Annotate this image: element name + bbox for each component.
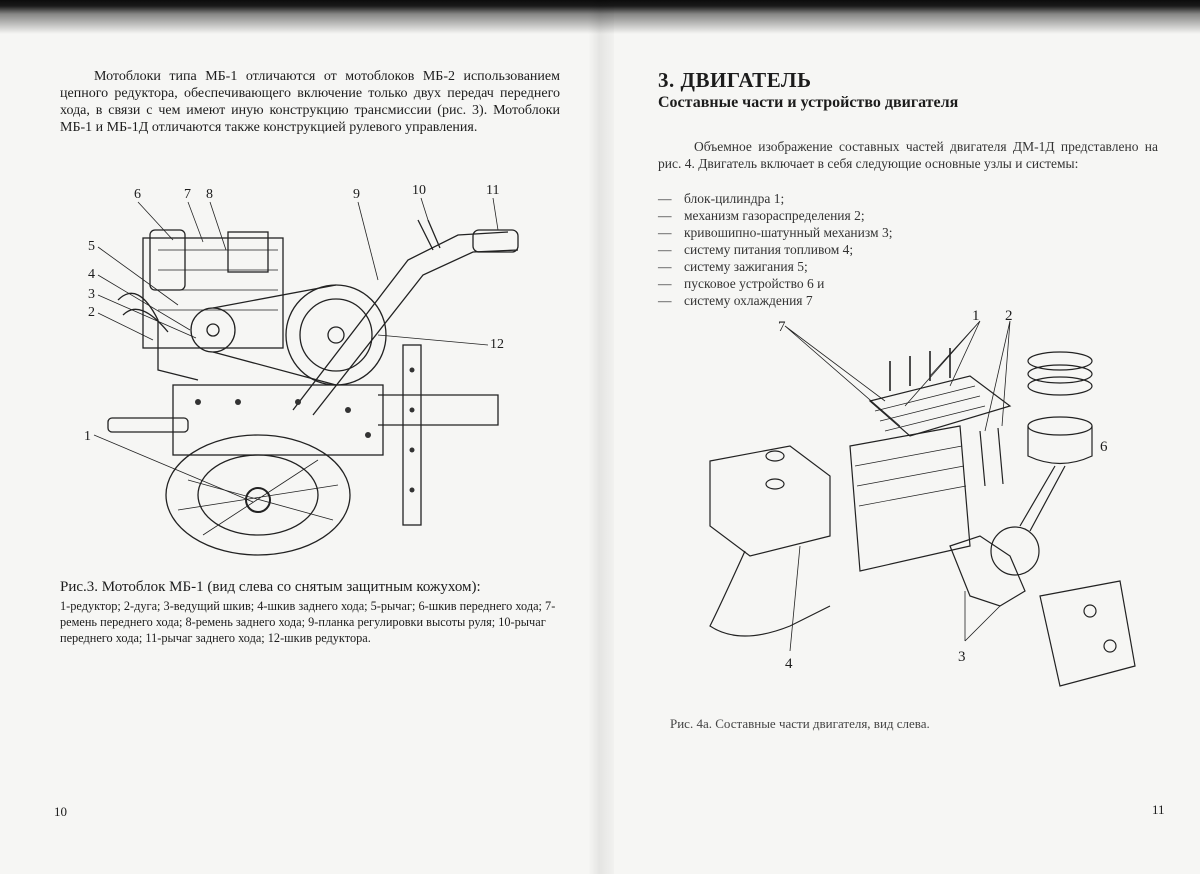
right-page: 3. ДВИГАТЕЛЬ Составные части и устройств… [600,0,1200,874]
figure-4a-caption: Рис. 4а. Составные части двигателя, вид … [670,716,930,731]
list-item: кривошипно-шатунный механизм 3; [658,224,892,241]
fig4-label-6: 6 [1100,439,1108,455]
fig3-label-7: 7 [184,187,191,202]
fig4-label-1: 1 [972,308,980,324]
fuel-line [709,550,831,637]
book-gutter [588,0,614,874]
drive-pulley [190,307,236,353]
left-page: Мотоблоки типа МБ-1 отличаются от мотобл… [54,69,560,819]
list-item: систему зажигания 5; [658,258,892,275]
vertical-tine-bar [402,344,422,526]
air-filter [227,231,269,273]
wheel [165,434,351,556]
caption-title: Рис.3. Мотоблок МБ-1 (вид слева со сняты… [60,579,481,595]
intro-paragraph: Мотоблоки типа МБ-1 отличаются от мотобл… [60,69,560,135]
lever-10 [417,219,441,251]
crankshaft [949,535,1026,607]
fig3-label-4: 4 [88,267,95,282]
page-number-left: 10 [54,804,67,819]
scan-top-shadow [0,0,1200,40]
fig3-label-6: 6 [134,187,141,202]
fig3-label-5: 5 [88,239,95,254]
list-item: механизм газораспределения 2; [658,207,892,224]
frame-arc [117,292,199,381]
piston [1027,426,1093,465]
rear-bracket [378,394,499,426]
handle-bar-upper [292,231,509,411]
engine-parts-list: блок-цилиндра 1; механизм газораспределе… [658,190,892,309]
fig4-label-4: 4 [785,656,793,672]
fig3-label-10: 10 [412,183,426,198]
list-item: блок-цилиндра 1; [658,190,892,207]
engine-exploded-figure: 1 2 7 6 4 3 [709,308,1136,687]
handle-bar-lower [312,249,519,416]
caption-legend: 1-редуктор; 2-дуга; 3-ведущий шкив; 4-шк… [60,599,556,645]
front-hitch [107,417,189,433]
reducer-pulley [285,284,387,386]
handle-grip [472,229,519,253]
section-subtitle: Составные части и устройство двигателя [658,94,959,111]
cylinder-head [868,375,1012,437]
page-number-right: 11 [1152,802,1165,817]
cylinder-block [849,425,971,572]
chassis-plate [172,384,384,456]
fig3-label-1: 1 [84,429,91,444]
fuel-tank [709,445,831,557]
motoblock-figure: 6 7 8 9 10 11 5 4 3 2 12 1 [84,183,519,556]
fig4-label-7: 7 [778,319,786,335]
fig4-label-2: 2 [1005,308,1013,324]
fuel-tank [149,229,186,291]
list-item: систему питания топливом 4; [658,241,892,258]
connecting-rod [1019,465,1066,532]
valves [979,427,1004,487]
fig3-label-8: 8 [206,187,213,202]
piston-ring [1027,351,1093,371]
fig3-label-11: 11 [486,183,499,198]
engine-intro-paragraph: Объемное изображение составных частей дв… [658,139,1158,171]
fig3-label-12: 12 [490,337,504,352]
figure-3-caption: Рис.3. Мотоблок МБ-1 (вид слева со сняты… [60,578,560,646]
belt [212,284,337,386]
crankcase-cover [1039,580,1136,687]
flywheel-gear [990,526,1040,576]
fig3-label-9: 9 [353,187,360,202]
engine-block [142,237,284,349]
list-item: пусковое устройство 6 и [658,275,892,292]
fig3-label-3: 3 [88,287,95,302]
fig3-label-2: 2 [88,305,95,320]
fig4-label-3: 3 [958,649,966,665]
list-item: систему охлаждения 7 [658,292,892,309]
section-title: 3. ДВИГАТЕЛЬ [658,68,812,92]
